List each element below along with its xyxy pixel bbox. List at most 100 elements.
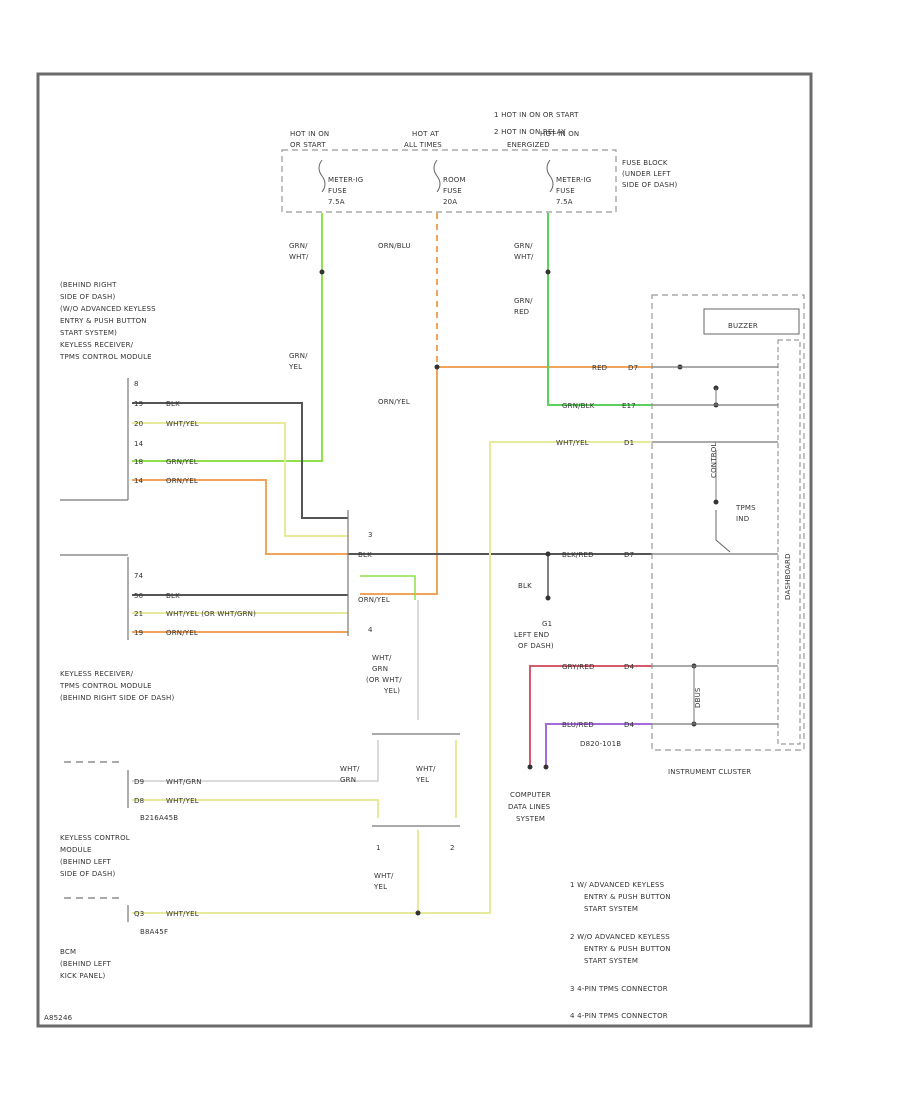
keyless-pin-1: D9 — [134, 778, 144, 786]
label-grn-wht3-2: WHT/ — [514, 253, 534, 261]
module-mid-pin-4: 19 — [134, 629, 143, 637]
cluster-control-label: DASHBOARD — [784, 553, 792, 600]
note-1-line-2: ENTRY & PUSH BUTTON — [584, 893, 671, 901]
keyless-pin-2: D8 — [134, 797, 144, 805]
tpms-label-1: TPMS — [735, 504, 756, 512]
fuse-block-hot-2-line-2: ALL TIMES — [404, 141, 442, 149]
module-top-pin-4: 14 — [134, 440, 144, 448]
fuse-3-label-1: METER-IG — [556, 176, 591, 184]
bcm-module: Q3 WHT/YEL B8A45F BCM (BEHIND LEFT KICK … — [60, 897, 199, 980]
label-wht-yel-2: YEL — [415, 776, 429, 784]
note-1-line-1: 1 W/ ADVANCED KEYLESS — [570, 881, 665, 889]
cluster-pin-4: D7 — [624, 551, 634, 559]
module-top-line-3: (W/O ADVANCED KEYLESS — [60, 305, 156, 313]
module-top-pin-1: 8 — [134, 380, 139, 388]
footer-code: A85246 — [44, 1014, 73, 1022]
label-blk-g1: BLK — [518, 582, 532, 590]
computer-data-line-3: SYSTEM — [516, 815, 545, 823]
cluster-pin-2: E17 — [622, 402, 636, 410]
fuse-block-note-3: ENERGIZED — [507, 141, 550, 149]
cluster-internal-vertical — [693, 388, 717, 724]
cluster-pin-1: D7 — [628, 364, 638, 372]
cluster-internal-lines — [652, 366, 778, 725]
cluster-pin-3: D1 — [624, 439, 634, 447]
bcm-wire-1: WHT/YEL — [166, 910, 199, 918]
cluster-part-number: D820-101B — [580, 740, 621, 748]
splice-number-1: 1 — [376, 844, 381, 852]
dot-wht-yel — [415, 910, 421, 916]
wire-orn-yel-top — [132, 479, 348, 555]
diagram-frame — [36, 72, 813, 1028]
fuse-1-label-3: 7.5A — [328, 198, 345, 206]
dot-grn-wht — [319, 269, 325, 275]
note-2-line-2: ENTRY & PUSH BUTTON — [584, 945, 671, 953]
cluster-dbus-vertical: DBUS — [694, 687, 702, 708]
bcm-pin-1: Q3 — [134, 910, 144, 918]
wire-wht-grn-lower — [132, 740, 379, 782]
fuse-block-hot-1-line-1: HOT IN ON — [290, 130, 329, 138]
module-top-pin-2: 19 — [134, 400, 143, 408]
module-top-pin-6: 14 — [134, 477, 144, 485]
note-2-line-3: START SYSTEM — [584, 957, 638, 965]
module-mid-pin-2: 50 — [134, 592, 143, 600]
fuse-block-outline — [281, 149, 617, 213]
label-wht-grn-4: YEL) — [383, 687, 400, 695]
cluster-wire-4: BLK/RED — [562, 551, 594, 559]
fuse-1-label-1: METER-IG — [328, 176, 363, 184]
label-wht-yel3-2: YEL — [373, 883, 387, 891]
dot-blk-ground — [545, 551, 551, 557]
module-top-wire-2: WHT/YEL — [166, 420, 199, 428]
wire-orn-yel — [360, 367, 438, 595]
fuse-3-label-3: 7.5A — [556, 198, 573, 206]
notes: 1 W/ ADVANCED KEYLESS ENTRY & PUSH BUTTO… — [570, 881, 671, 1020]
buzzer-label: BUZZER — [728, 322, 758, 330]
keyless-control-module: D9 WHT/GRN D8 WHT/YEL B216A45B KEYLESS C… — [60, 761, 202, 878]
dot-orn-splice — [434, 364, 440, 370]
module-top-line-5: START SYSTEM) — [60, 329, 117, 337]
bcm-label-2: (BEHIND LEFT — [60, 960, 112, 968]
dot-cluster-4 — [713, 499, 719, 505]
module-mid-wire-3: ORN/YEL — [166, 629, 198, 637]
module-top-line-7: TPMS CONTROL MODULE — [59, 353, 152, 361]
note-1-line-3: START SYSTEM — [584, 905, 638, 913]
fuse-block-hot-1-line-2: OR START — [290, 141, 326, 149]
instrument-cluster: BUZZER DASHBOARD RED D7 GRN/BLK E17 WHT/… — [556, 294, 805, 776]
fuse-block-hot-2-line-1: HOT AT — [412, 130, 440, 138]
label-grn-yel-1: GRN/ — [289, 352, 308, 360]
note-4: 4 4-PIN TPMS CONNECTOR — [570, 1012, 668, 1020]
label-wht-grn-2: GRN — [372, 665, 388, 673]
cluster-wire-5: GRY/RED — [562, 663, 595, 671]
cluster-wire-1: RED — [592, 364, 607, 372]
fuse-block: 1 HOT IN ON OR START 2 HOT IN ON RELAY H… — [281, 111, 677, 213]
module-mid-line-3: (BEHIND RIGHT SIDE OF DASH) — [60, 694, 175, 702]
cluster-control-vertical: CONTROL — [710, 442, 718, 478]
connector-brackets — [60, 378, 460, 922]
module-top-line-6: KEYLESS RECEIVER/ — [60, 341, 134, 349]
cluster-pin-5: D4 — [624, 663, 635, 671]
splice-number-3: 3 — [368, 531, 373, 539]
fuse-block-label-2: (UNDER LEFT — [622, 170, 671, 178]
cluster-label: INSTRUMENT CLUSTER — [668, 768, 751, 776]
cluster-main-module — [777, 339, 801, 745]
label-blk-main: BLK — [358, 551, 372, 559]
keyless-wire-1: WHT/GRN — [166, 778, 202, 786]
label-grn-yel-2: YEL — [288, 363, 302, 371]
keyless-label-2: MODULE — [60, 846, 92, 854]
label-wht-yel3-1: WHT/ — [374, 872, 394, 880]
fuse-block-label-1: FUSE BLOCK — [622, 159, 668, 167]
label-g1-1: G1 — [542, 620, 552, 628]
dot-data-vio — [543, 764, 549, 770]
tpms-switch — [715, 510, 731, 553]
buzzer-box — [703, 308, 800, 335]
note-3: 3 4-PIN TPMS CONNECTOR — [570, 985, 668, 993]
label-g1-2: LEFT END — [514, 631, 549, 639]
computer-data-line-2: DATA LINES — [508, 803, 551, 811]
fuse-2-symbol — [433, 159, 441, 193]
label-grn-wht-1: GRN/ — [289, 242, 308, 250]
cluster-pin-6: D4 — [624, 721, 635, 729]
label-grn-wht3-1: GRN/ — [514, 242, 533, 250]
cluster-wire-6: BLU/RED — [562, 721, 594, 729]
label-wht-grn2-2: GRN — [340, 776, 356, 784]
keyless-label-4: SIDE OF DASH) — [60, 870, 115, 878]
